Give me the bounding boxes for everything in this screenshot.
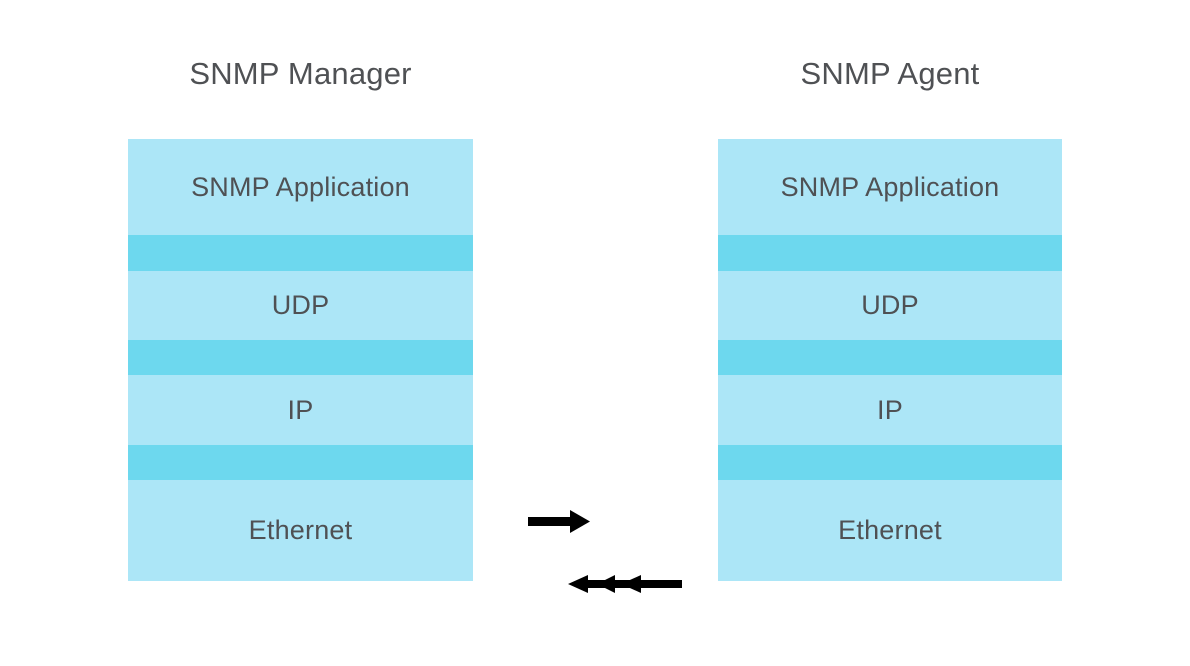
layer-separator-1-agent: [718, 235, 1062, 271]
right-arrow-icon: [528, 510, 590, 533]
layer-separator-2-manager: [128, 340, 473, 375]
layer-ip-manager: IP: [128, 375, 473, 445]
layer-ethernet-manager: Ethernet: [128, 480, 473, 581]
layer-udp-agent: UDP: [718, 271, 1062, 340]
layer-separator-3-agent: [718, 445, 1062, 480]
layer-separator-2-agent: [718, 340, 1062, 375]
layer-snmp-application-agent: SNMP Application: [718, 139, 1062, 235]
layer-udp-manager: UDP: [128, 271, 473, 340]
layer-separator-3-manager: [128, 445, 473, 480]
protocol-stack-snmp-manager: SNMP Application UDP IP Ethernet: [128, 139, 473, 581]
layer-snmp-application-manager: SNMP Application: [128, 139, 473, 235]
layer-separator-1-manager: [128, 235, 473, 271]
left-arrow-icon-1: [568, 575, 607, 593]
stack-title-snmp-manager: SNMP Manager: [189, 56, 412, 91]
left-arrow-icon-2: [597, 575, 632, 593]
layer-ip-agent: IP: [718, 375, 1062, 445]
stack-title-snmp-agent: SNMP Agent: [800, 56, 980, 91]
left-arrow-icon-3: [621, 575, 682, 593]
layer-ethernet-agent: Ethernet: [718, 480, 1062, 581]
protocol-stack-snmp-agent: SNMP Application UDP IP Ethernet: [718, 139, 1062, 581]
